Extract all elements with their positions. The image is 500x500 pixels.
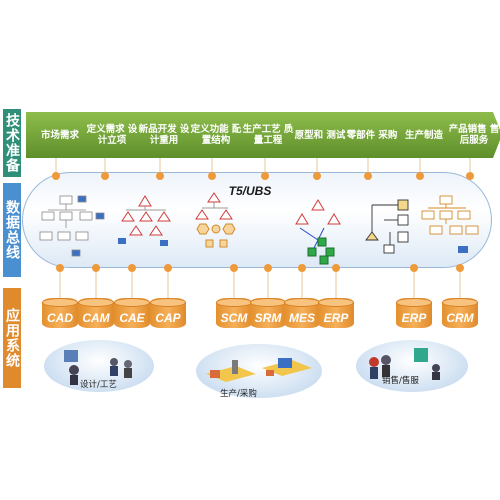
truck-icon xyxy=(278,358,292,368)
design-process-caption: 设计/工艺 xyxy=(80,380,117,390)
connector-dot xyxy=(416,172,424,180)
step-sales-service: 产品销售 售后服务 xyxy=(442,112,500,158)
connector-dot xyxy=(456,264,464,272)
person-icon xyxy=(110,358,118,366)
production-purchase-caption: 生产/采购 xyxy=(220,389,257,399)
monitor-icon xyxy=(64,350,78,362)
app-mes: MES xyxy=(284,298,320,328)
connector-dot xyxy=(298,264,306,272)
tech-prep-label: 技术准备 xyxy=(3,109,21,177)
chimney-icon xyxy=(232,360,238,374)
process-network-diagram xyxy=(295,199,341,265)
sales-service-group xyxy=(356,340,468,392)
data-bus-label: 数据总线 xyxy=(3,183,21,277)
process-flow: 市场需求 定义需求 设计立项 新品开发 设计重用 定义功能 配置结构 生产工艺 … xyxy=(26,112,500,158)
connector-dot xyxy=(101,172,109,180)
app-srm: SRM xyxy=(250,298,286,328)
data-bus-tube xyxy=(22,172,492,268)
triangle-tree-diagram xyxy=(118,195,171,246)
app-erp: ERP xyxy=(318,298,354,328)
step-define-requirements: 定义需求 设计立项 xyxy=(78,112,142,158)
person-icon xyxy=(124,360,132,368)
step-new-product-dev: 新品开发 设计重用 xyxy=(130,112,194,158)
app-erp-sales: ERP xyxy=(396,298,432,328)
org-tree-diagram xyxy=(421,195,479,253)
step-manufacturing: 生产制造 xyxy=(390,112,454,158)
connector-dot xyxy=(208,172,216,180)
connector-dot xyxy=(92,264,100,272)
connector-dot xyxy=(128,264,136,272)
step-prototype-test: 原型和 测试 xyxy=(286,112,350,158)
connector-dot xyxy=(332,264,340,272)
connector-dot xyxy=(164,264,172,272)
person-icon xyxy=(69,365,79,375)
sales-team-illustration xyxy=(369,348,440,380)
connector-dot xyxy=(410,264,418,272)
step-production-process: 生产工艺 质量工程 xyxy=(234,112,298,158)
connector-dot xyxy=(313,172,321,180)
connector-dot xyxy=(364,172,372,180)
factory-illustration xyxy=(206,358,312,382)
design-process-group xyxy=(44,340,154,392)
connector-dot xyxy=(56,264,64,272)
person-icon xyxy=(381,355,391,365)
flowchart-diagram xyxy=(365,199,409,254)
top-connector-dots xyxy=(52,158,474,180)
design-team-illustration xyxy=(64,350,132,385)
config-structure-diagram xyxy=(195,192,236,248)
step-parts-purchase: 零部件 采购 xyxy=(338,112,402,158)
app-systems-label: 应用系统 xyxy=(3,288,21,388)
connector-dot xyxy=(156,172,164,180)
app-cad: CAD xyxy=(42,298,78,328)
sales-service-caption: 销售/售服 xyxy=(382,376,419,386)
app-crm: CRM xyxy=(442,298,478,328)
app-cap: CAP xyxy=(150,298,186,328)
connector-dot xyxy=(264,264,272,272)
app-scm: SCM xyxy=(216,298,252,328)
doc-tree-diagram xyxy=(39,195,105,257)
bus-title: T5/UBS xyxy=(228,184,272,198)
app-cam: CAM xyxy=(78,298,114,328)
production-purchase-group xyxy=(196,344,322,398)
app-cae: CAE xyxy=(114,298,150,328)
step-market-demand: 市场需求 xyxy=(26,112,90,158)
person-icon xyxy=(432,364,440,372)
connector-dot xyxy=(230,264,238,272)
connector-dot xyxy=(466,172,474,180)
package-icon xyxy=(414,348,428,362)
connector-dot xyxy=(52,172,60,180)
step-define-function: 定义功能 配置结构 xyxy=(182,112,246,158)
connector-dot xyxy=(261,172,269,180)
person-icon xyxy=(369,357,379,367)
